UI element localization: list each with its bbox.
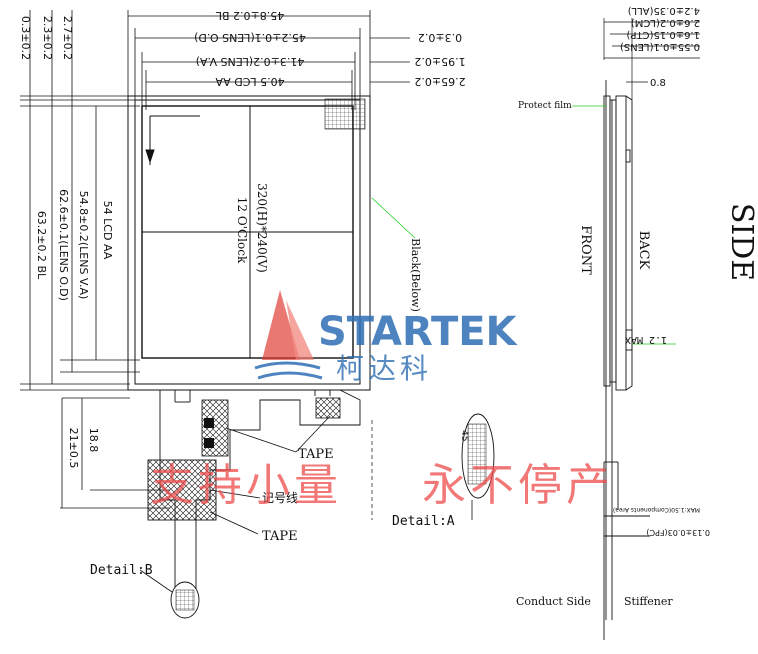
watermark-slogan-right: 永不停产	[422, 460, 614, 511]
resolution-text: 320(H)*240(V)	[255, 183, 269, 273]
dim-top-2: 2.3±0.2	[41, 16, 54, 60]
dim-fpc-inner: 18.8	[87, 428, 100, 453]
dim-lens-od-height: 62.6±0.1(LENS O.D)	[57, 189, 70, 301]
dim-lens-va-width: 41.3±0.2(LENS V.A)	[196, 55, 305, 68]
module-outline	[127, 95, 371, 391]
stiffener-label: Stiffener	[624, 595, 673, 608]
clock-direction-text: 12 O'Clock	[235, 197, 249, 264]
watermark-brand: STARTEK	[318, 309, 519, 355]
side-dimension-lines	[603, 18, 700, 100]
dim-bl-height: 63.2±0.2 BL	[35, 211, 48, 280]
startek-watermark-logo	[254, 290, 323, 380]
side-front-label: FRONT	[578, 225, 593, 275]
dim-lens-va-height: 54.8±0.2(LENS V.A)	[77, 191, 90, 300]
fpc-stiffener-block	[147, 459, 217, 521]
tape-label-bottom: TAPE	[262, 529, 298, 544]
black-below-leader	[371, 197, 416, 239]
dim-lens-od-width: 45.2±0.1(LENS O.D)	[194, 31, 306, 44]
dim-lcd-aa-width: 40.5 LCD AA	[215, 75, 285, 88]
dim-fpc-length: 21±0.5	[67, 428, 80, 469]
dim-lens-thickness: 0.55±0.1(LENS)	[620, 41, 700, 52]
dim-right-2: 1.95±0.2	[414, 55, 465, 68]
fpc-component-b	[204, 438, 214, 448]
detail-b-label: Detail:B	[90, 563, 153, 578]
detail-a-contact-grid	[467, 423, 487, 485]
dim-ctp-thickness: 1.6±0.15(CTP)	[626, 29, 700, 40]
dim-all-thickness: 4.2±0.35(ALL)	[628, 5, 700, 16]
dim-lcd-aa-height: 54 LCD AA	[101, 201, 114, 260]
components-area-label: MAX:1.50(Components Area)	[613, 506, 700, 513]
detail-a-number: 45	[459, 430, 469, 441]
top-dimensions	[127, 10, 410, 110]
black-below-label: Black(Below)	[409, 238, 422, 312]
side-back-label: BACK	[636, 231, 651, 270]
dim-top-1: 0.3±0.2	[19, 16, 32, 60]
watermark-slogan-left: 支持小量	[150, 460, 342, 511]
detail-b-contact-grid	[175, 589, 195, 611]
dim-top-3: 2.7±0.2	[61, 16, 74, 60]
max-12-label: 1.2 MAX	[625, 334, 667, 345]
detail-a-label: Detail:A	[392, 514, 455, 529]
dim-bl-width: 45.8±0.2 BL	[215, 9, 284, 22]
protect-film-label: Protect film	[518, 101, 572, 111]
conduct-side-label: Conduct Side	[516, 595, 591, 608]
dim-08: 0.8	[650, 78, 666, 89]
watermark-brand-cn: 柯达科	[336, 352, 432, 385]
side-title: SIDE	[724, 203, 758, 281]
dim-lcm-thickness: 2.6±0.2(LCM)	[631, 17, 700, 28]
corner-connector-pad	[324, 98, 366, 130]
fpc-component-a	[204, 418, 214, 428]
tape-label-top: TAPE	[298, 447, 334, 462]
callout-leaders	[139, 415, 473, 593]
dim-right-3: 2.65±0.2	[414, 75, 465, 88]
fpc-thickness-label: 0.13±0.03(FPC)	[646, 528, 710, 537]
mark-line-label: 记号线	[262, 491, 298, 505]
fpc-connector-top	[315, 397, 341, 419]
fpc-tail	[159, 389, 361, 599]
dim-right-1: 0.3±0.2	[418, 31, 462, 44]
side-view-profile	[603, 80, 650, 640]
